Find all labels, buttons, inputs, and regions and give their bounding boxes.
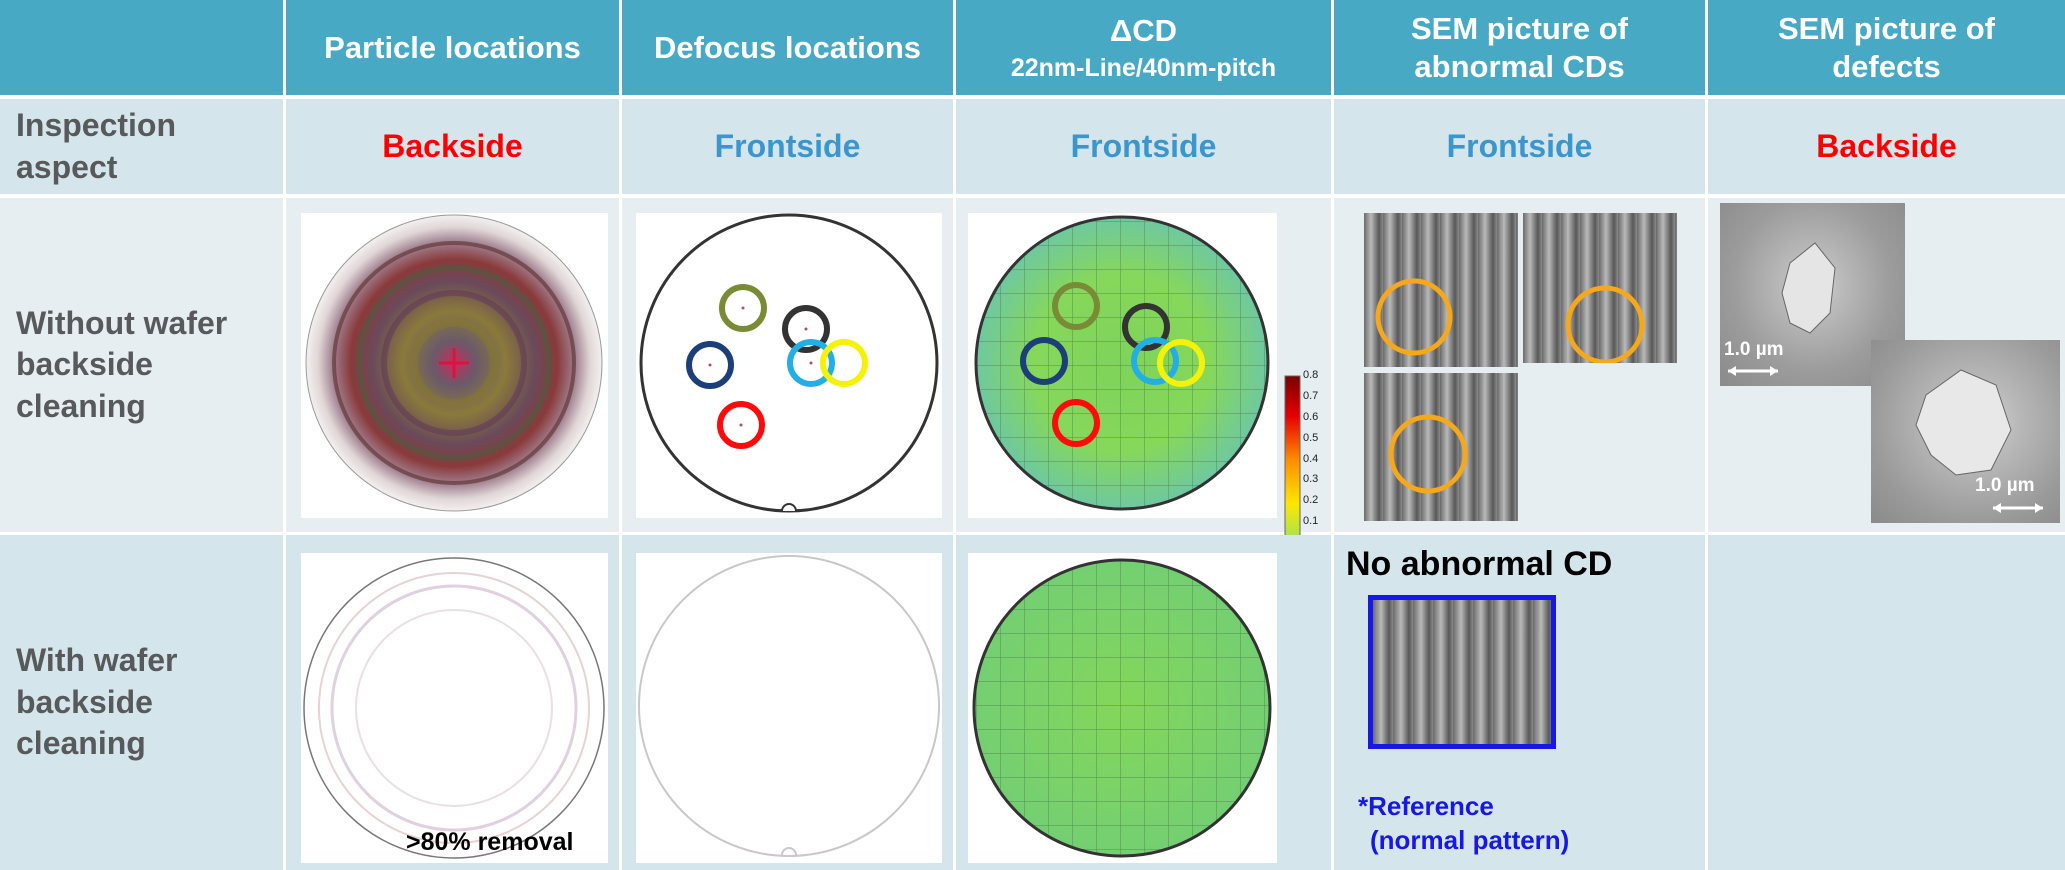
with-line2: backside	[16, 683, 153, 720]
scale-label-1: 1.0 µm	[1724, 339, 1784, 360]
without-line2: backside	[16, 346, 153, 383]
defocus-map-with	[636, 553, 942, 863]
aspect-particle: Backside	[286, 99, 619, 194]
defocus-map-without-graphic	[639, 213, 939, 513]
header-defocus-locations-label: Defocus locations	[654, 29, 921, 65]
defect-particle-2	[1915, 369, 2012, 476]
cell-sem-defects-with	[1708, 535, 2065, 870]
defocus-map-with-graphic	[638, 555, 940, 857]
cell-delta-cd-with	[956, 535, 1331, 870]
delta-cd-map-with-graphic	[972, 558, 1272, 858]
cell-particle-with: >80% removal	[286, 535, 619, 870]
reference-label-line1: *Reference	[1358, 791, 1494, 821]
colorbar-tick-label: 0.8	[1303, 369, 1319, 381]
defocus-circle-olive	[719, 284, 767, 332]
header-sem-defects: SEM picture of defects	[1708, 0, 2065, 95]
header-particle-locations: Particle locations	[286, 0, 619, 95]
without-line3: cleaning	[16, 387, 146, 424]
defocus-circle-black	[782, 305, 830, 353]
with-line1: With wafer	[16, 642, 178, 679]
reference-sem-image	[1368, 595, 1556, 749]
colorbar-tick-label: 0.5	[1303, 431, 1319, 444]
header-sem-defects-line2: defects	[1832, 48, 1941, 84]
row-label-with-cleaning: With wafer backside cleaning	[0, 535, 283, 870]
header-sem-defects-line1: SEM picture of	[1777, 11, 1995, 47]
row-label-without-cleaning: Without wafer backside cleaning	[0, 198, 283, 532]
cell-particle-without	[286, 198, 619, 532]
defocus-map-without	[636, 213, 942, 518]
cell-sem-defects-without: 1.0 µm 1.0 µm	[1708, 198, 2065, 532]
cell-sem-abnormal-with: No abnormal CD *Reference (normal patter…	[1334, 535, 1705, 870]
sem-abnormal-image-3	[1364, 373, 1518, 521]
defect-particle-1	[1781, 242, 1836, 334]
defocus-circle-navy	[686, 341, 734, 389]
colorbar-tick-label: 0.7	[1303, 389, 1319, 402]
without-line1: Without wafer	[16, 304, 228, 341]
aspect-sem-defects: Backside	[1708, 99, 2065, 194]
particle-map-without-graphic	[305, 214, 603, 512]
sem-circle-3	[1388, 414, 1468, 494]
sem-circle-1	[1375, 278, 1453, 356]
colorbar-tick-label: 0.6	[1303, 410, 1319, 423]
header-delta-cd-subtitle: 22nm-Line/40nm-pitch	[1010, 54, 1277, 83]
header-sem-abnormal-cd: SEM picture of abnormal CDs	[1334, 0, 1705, 95]
cell-defocus-without	[622, 198, 953, 532]
inspection-aspect-line2: aspect	[16, 148, 118, 185]
particle-map-with: >80% removal	[301, 553, 608, 863]
row-label-inspection-aspect: Inspection aspect	[0, 99, 283, 194]
sem-abnormal-image-1	[1364, 213, 1518, 367]
header-sem-abnormal-cd-line2: abnormal CDs	[1414, 48, 1625, 84]
header-sem-abnormal-cd-line1: SEM picture of	[1410, 11, 1628, 47]
colorbar-tick-label: 0.4	[1303, 452, 1319, 465]
delta-cd-map-with	[968, 553, 1277, 863]
sem-abnormal-image-2	[1523, 213, 1677, 363]
aspect-delta-cd: Frontside	[956, 99, 1331, 194]
defocus-circle-red	[717, 401, 765, 449]
particle-map-without	[301, 213, 608, 518]
colorbar-tick-label: 0.1	[1303, 515, 1319, 528]
sem-circle-2	[1565, 285, 1645, 363]
header-corner	[0, 0, 283, 95]
delta-cd-map-without	[968, 213, 1277, 518]
defocus-circle-cyan	[787, 339, 835, 387]
defocus-circle-yellow	[820, 339, 868, 387]
colorbar-tick-label: 0.2	[1303, 494, 1319, 507]
no-abnormal-cd-label: No abnormal CD	[1346, 545, 1613, 583]
cell-sem-abnormal-without	[1334, 198, 1705, 532]
delta-cd-map-without-graphic	[974, 215, 1270, 511]
header-delta-cd: ΔCD 22nm-Line/40nm-pitch	[956, 0, 1331, 95]
header-defocus-locations: Defocus locations	[622, 0, 953, 95]
colorbar-tick-label: 0.3	[1303, 473, 1319, 486]
aspect-sem-abnormal: Frontside	[1334, 99, 1705, 194]
aspect-defocus: Frontside	[622, 99, 953, 194]
sem-defect-image-2: 1.0 µm	[1871, 340, 2060, 523]
reference-label-line2: (normal pattern)	[1370, 825, 1570, 855]
scale-label-2: 1.0 µm	[1975, 475, 2035, 496]
header-particle-locations-label: Particle locations	[324, 29, 581, 65]
inspection-aspect-line1: Inspection	[16, 106, 177, 143]
header-delta-cd-title: ΔCD	[1109, 12, 1178, 48]
with-line3: cleaning	[16, 725, 146, 762]
particle-map-with-graphic	[303, 557, 605, 859]
removal-note: >80% removal	[406, 828, 574, 856]
cell-delta-cd-without: 0.80.70.60.50.40.30.20.10.0-0.1-0.2-0.3-…	[956, 198, 1331, 715]
cell-defocus-with	[622, 535, 953, 870]
